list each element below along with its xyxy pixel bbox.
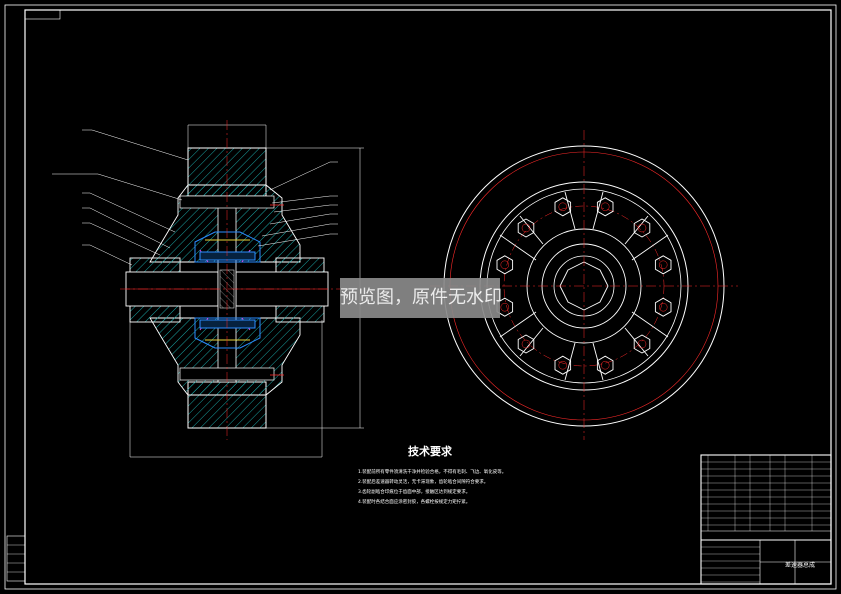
tech-note: 3.齿轮副啮合印痕位于齿面中部，接触区达到规定要求。 <box>358 490 471 495</box>
bolt-hole <box>600 360 610 370</box>
bolt-hole <box>658 302 668 312</box>
bolt-hole <box>637 339 647 349</box>
bolt-hex <box>554 197 572 217</box>
bolt-hex <box>633 334 651 354</box>
bolt-hole <box>658 260 668 270</box>
bolt-hole <box>521 223 531 233</box>
title-block-grid <box>701 455 831 583</box>
leader-lines-right <box>257 161 338 247</box>
bolt-heads <box>496 197 672 375</box>
bolt-hex <box>654 255 672 275</box>
bolt-hex <box>517 334 535 354</box>
bolt-hole <box>558 360 568 370</box>
tech-note: 2.装配后差速器转动灵活，无卡滞现象，齿轮啮合间隙符合要求。 <box>358 480 489 485</box>
bolt-hole <box>637 223 647 233</box>
bolt-hex <box>517 218 535 238</box>
bolt-hole <box>521 339 531 349</box>
leader-lines-left <box>52 129 189 266</box>
watermark: 预览图，原件无水印 <box>340 278 502 318</box>
bolt-hex <box>654 297 672 317</box>
bolt-hex <box>596 355 614 375</box>
drawing-frame <box>4 4 837 590</box>
bolt-hex <box>496 255 514 275</box>
bolt-hole <box>600 202 610 212</box>
section-view <box>52 120 364 458</box>
bolt-hex <box>554 355 572 375</box>
tech-note: 4.装配时各结合面应涂密封胶，各螺栓按规定力矩拧紧。 <box>358 500 471 505</box>
bolt-hole <box>500 260 510 270</box>
title-block <box>700 454 832 585</box>
bolt-hex <box>633 218 651 238</box>
bolt-hex <box>596 197 614 217</box>
bolt-hole <box>558 202 568 212</box>
bolt-hole <box>500 302 510 312</box>
tech-note: 1.装配前所有零件须清洗干净并检验合格，不得有毛刺、飞边、氧化皮等。 <box>358 470 507 475</box>
tech-requirements-title: 技术要求 <box>408 445 452 458</box>
drawing-name: 差速器总成 <box>785 562 816 569</box>
